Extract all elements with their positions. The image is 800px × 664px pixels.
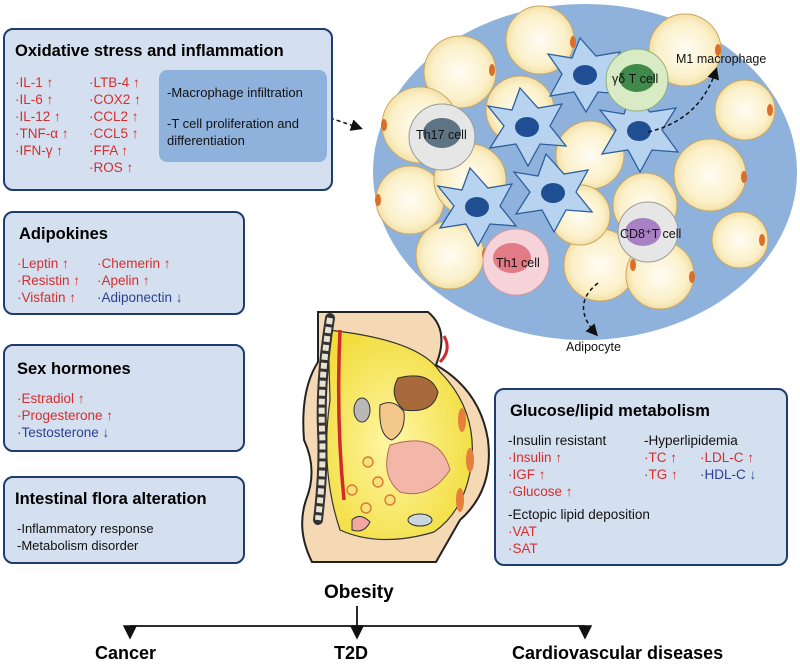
marker-ffa: ·FFA ↑	[89, 143, 129, 158]
sex-hormones-title: Sex hormones	[17, 360, 131, 378]
marker-il1: ·IL-1 ↑	[15, 75, 54, 90]
metabolism-disorder-text: -Metabolism disorder	[17, 538, 139, 553]
marker-tc: ·TC ↑	[644, 450, 677, 465]
oxidative-list-col1: ·IL-1 ↑ ·IL-6 ↑ ·IL-12 ↑ ·TNF-α ↑ ·IFN-γ…	[15, 74, 69, 159]
insulin-resistant-heading: -Insulin resistant	[508, 433, 607, 448]
differentiation-text: differentiation	[167, 133, 245, 148]
intestinal-flora-list: -Inflammatory response -Metabolism disor…	[17, 520, 154, 554]
arrow-box-to-tissue	[329, 117, 363, 131]
arrow-m1-macrophage	[647, 67, 719, 133]
cd8-t-cell-nucleus	[625, 218, 661, 246]
marker-adiponectin: ·Adiponectin ↓	[97, 290, 183, 305]
gd-t-cell-nucleus	[619, 64, 655, 92]
marker-il6: ·IL-6 ↑	[15, 92, 54, 107]
insulin-resistant-list: -Insulin resistant ·Insulin ↑ ·IGF ↑ ·Gl…	[508, 432, 606, 500]
oxidative-inner-list: -Macrophage infiltration -T cell prolife…	[167, 84, 303, 149]
label-gd-t-cell: γδ T cell	[612, 72, 659, 86]
marker-resistin: ·Resistin ↑	[17, 273, 81, 288]
glucose-lipid-title: Glucose/lipid metabolism	[510, 402, 710, 420]
intestinal-flora-title: Intestinal flora alteration	[15, 490, 207, 508]
oxidative-list-col2: ·LTB-4 ↑ ·COX2 ↑ ·CCL2 ↑ ·CCL5 ↑ ·FFA ↑ …	[89, 74, 141, 176]
adipokines-title: Adipokines	[19, 225, 108, 243]
arrow-adipocyte	[582, 282, 599, 337]
label-adipocyte: Adipocyte	[566, 340, 621, 354]
label-th17-cell: Th17 cell	[416, 128, 467, 142]
marker-cox2: ·COX2 ↑	[89, 92, 141, 107]
marker-glucose: ·Glucose ↑	[508, 484, 573, 499]
ectopic-lipid-list: -Ectopic lipid deposition ·VAT ·SAT	[508, 506, 650, 557]
marker-estradiol: ·Estradiol ↑	[17, 391, 85, 406]
sex-hormones-list: ·Estradiol ↑ ·Progesterone ↑ ·Testostero…	[17, 390, 113, 441]
adipokines-list-col2: ·Chemerin ↑ ·Apelin ↑ ·Adiponectin ↓	[97, 255, 183, 306]
t-cell-proliferation-text: -T cell proliferation and	[167, 116, 299, 131]
marker-progesterone: ·Progesterone ↑	[17, 408, 114, 423]
macrophage-infiltration-text: -Macrophage infiltration	[167, 85, 303, 100]
marker-igf: ·IGF ↑	[508, 467, 546, 482]
adipokines-list-col1: ·Leptin ↑ ·Resistin ↑ ·Visfatin ↑	[17, 255, 80, 306]
label-th1-cell: Th1 cell	[496, 256, 540, 270]
oxidative-inner-panel: -Macrophage infiltration -T cell prolife…	[159, 70, 327, 162]
macrophage-nuclei	[465, 65, 651, 217]
inflammatory-response-text: -Inflammatory response	[17, 521, 154, 536]
label-cd8-t-cell: CD8⁺T cell	[620, 227, 682, 241]
marker-apelin: ·Apelin ↑	[97, 273, 150, 288]
marker-ldl-c: ·LDL-C ↑	[700, 450, 755, 465]
sex-hormones-box: Sex hormones ·Estradiol ↑ ·Progesterone …	[3, 344, 245, 452]
hyperlipidemia-list-col2: ·LDL-C ↑ ·HDL-C ↓	[700, 449, 756, 483]
marker-chemerin: ·Chemerin ↑	[97, 256, 171, 271]
marker-vat: ·VAT	[508, 524, 537, 539]
marker-tnf-alpha: ·TNF-α ↑	[15, 126, 69, 141]
marker-ccl5: ·CCL5 ↑	[89, 126, 139, 141]
hyperlipidemia-heading: -Hyperlipidemia	[644, 433, 738, 448]
marker-ifn-gamma: ·IFN-γ ↑	[15, 143, 63, 158]
adipokines-box: Adipokines ·Leptin ↑ ·Resistin ↑ ·Visfat…	[3, 211, 245, 315]
marker-sat: ·SAT	[508, 541, 538, 556]
marker-ltb4: ·LTB-4 ↑	[89, 75, 140, 90]
oxidative-stress-box: Oxidative stress and inflammation ·IL-1 …	[3, 28, 333, 191]
outcome-cancer: Cancer	[95, 643, 157, 663]
marker-il12: ·IL-12 ↑	[15, 109, 61, 124]
outcome-cardiovascular-diseases: Cardiovascular diseases	[512, 643, 724, 663]
label-m1-macrophage: M1 macrophage	[676, 52, 767, 66]
outcome-t2d: T2D	[334, 643, 369, 663]
marker-ros: ·ROS ↑	[89, 160, 134, 175]
th1-cell-nucleus	[493, 243, 531, 273]
marker-testosterone: ·Testosterone ↓	[17, 425, 110, 440]
intestinal-flora-box: Intestinal flora alteration -Inflammator…	[3, 476, 245, 564]
oxidative-stress-title: Oxidative stress and inflammation	[15, 42, 284, 60]
marker-ccl2: ·CCL2 ↑	[89, 109, 139, 124]
hyperlipidemia-list-col1: ·TC ↑ ·TG ↑	[644, 449, 678, 483]
marker-leptin: ·Leptin ↑	[17, 256, 69, 271]
glucose-lipid-box: Glucose/lipid metabolism -Insulin resist…	[494, 388, 788, 566]
ectopic-lipid-heading: -Ectopic lipid deposition	[508, 507, 650, 522]
marker-hdl-c: ·HDL-C ↓	[700, 467, 757, 482]
marker-tg: ·TG ↑	[644, 467, 678, 482]
th17-cell-nucleus	[423, 118, 461, 148]
marker-insulin: ·Insulin ↑	[508, 450, 563, 465]
outcome-connector	[122, 606, 593, 640]
obese-body-illustration	[301, 311, 490, 563]
marker-visfatin: ·Visfatin ↑	[17, 290, 77, 305]
obesity-label: Obesity	[324, 582, 394, 603]
